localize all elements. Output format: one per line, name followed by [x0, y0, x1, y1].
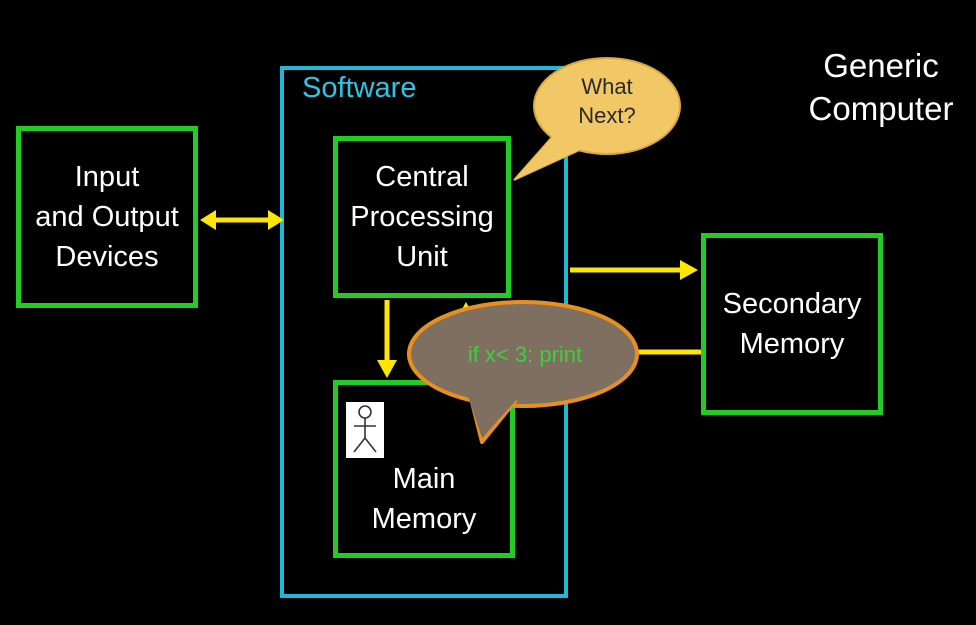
- io-devices-box: Input and Output Devices: [16, 126, 198, 308]
- main-memory-box: Main Memory: [333, 380, 515, 558]
- software-to-secondary-arrow: [570, 260, 698, 280]
- secondary-memory-box: Secondary Memory: [701, 233, 883, 415]
- software-label: Software: [302, 72, 417, 104]
- io-software-arrow: [200, 210, 284, 230]
- what-next-text: What Next?: [578, 74, 636, 128]
- io-devices-label: Input and Output Devices: [35, 161, 179, 273]
- diagram-title: Generic Computer: [808, 47, 954, 127]
- cpu-box: Central Processing Unit: [333, 136, 511, 298]
- stick-figure-icon: [346, 402, 384, 458]
- code-bubble: [407, 300, 639, 444]
- main-memory-label: Main Memory: [371, 463, 477, 535]
- cpu-label: Central Processing Unit: [350, 161, 494, 273]
- what-next-bubble: [513, 57, 681, 181]
- cpu-to-main-memory-arrow: [377, 300, 397, 378]
- secondary-memory-label: Secondary Memory: [722, 288, 862, 360]
- code-text: if x< 3: print: [467, 342, 583, 367]
